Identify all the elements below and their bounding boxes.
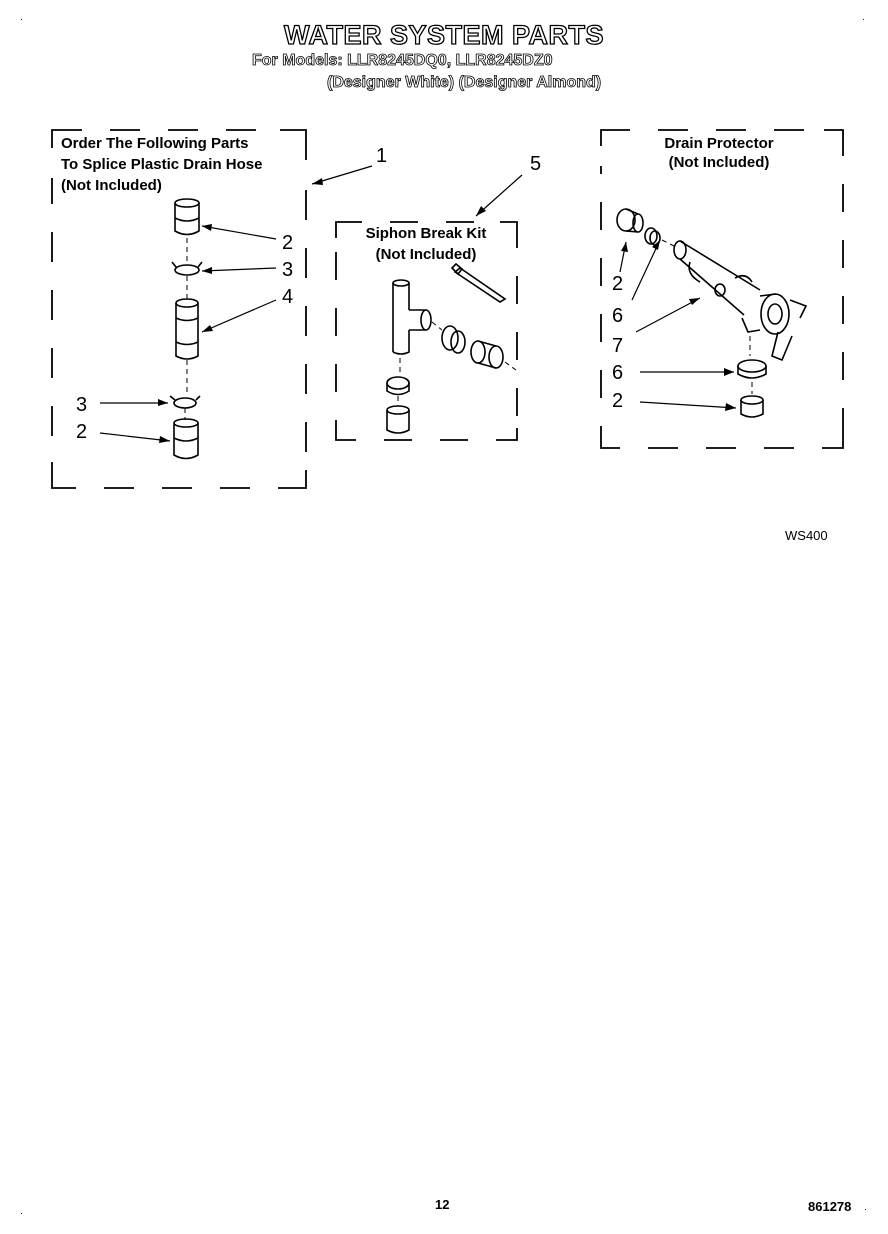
- drain-protector-body: [673, 240, 808, 362]
- siphon-centerlines: [397, 321, 517, 406]
- callout-5: 5: [530, 153, 542, 175]
- middle-panel-line-2: (Not Included): [375, 246, 477, 263]
- right-panel-frame: [600, 129, 844, 449]
- right-centerlines: [661, 239, 753, 394]
- corner-mark-bottom-left: ·: [20, 1208, 23, 1218]
- left-panel-line-3: (Not Included): [61, 177, 162, 194]
- left-panel-caption: Order The Following Parts To Splice Plas…: [61, 133, 262, 196]
- callout-left-4: 4: [282, 286, 294, 308]
- figure-code: WS400: [785, 528, 828, 543]
- left-connector-bottom: [173, 418, 199, 460]
- middle-panel-frame: [335, 221, 518, 441]
- siphon-strap: [450, 262, 507, 303]
- left-centerline: [184, 238, 188, 420]
- drain-protector-cap-bottom: [740, 395, 764, 418]
- models-line: For Models: LLR8245DQ0, LLR8245DZ0: [252, 52, 553, 70]
- left-clamp-top: [171, 261, 203, 276]
- callout-right-2-bottom: 2: [612, 390, 624, 412]
- left-arrowheads: [158, 178, 323, 443]
- corner-mark-bottom-right: ·: [864, 1204, 867, 1214]
- callout-left-2-bottom: 2: [76, 421, 88, 443]
- left-splice-tube: [175, 298, 199, 360]
- document-number: 861278: [808, 1199, 852, 1214]
- drain-protector-ring-bottom: [737, 359, 767, 379]
- callout-left-3-top: 3: [282, 259, 294, 281]
- page-title: WATER SYSTEM PARTS: [283, 19, 604, 50]
- left-panel-line-1: Order The Following Parts: [61, 135, 249, 152]
- callout-right-6-bottom: 6: [612, 362, 624, 384]
- siphon-cap: [386, 405, 410, 434]
- left-callout-leaders: [99, 165, 373, 442]
- right-arrowheads: [621, 240, 736, 411]
- middle-panel-caption: Siphon Break Kit (Not Included): [336, 223, 516, 265]
- page-number: 12: [435, 1197, 450, 1212]
- left-panel-frame: [51, 129, 307, 489]
- colors-line: (Designer White) (Designer Almond): [327, 74, 602, 92]
- right-panel-line-1: Drain Protector: [664, 135, 774, 152]
- left-connector-top: [174, 198, 200, 236]
- right-panel-line-2: (Not Included): [668, 154, 770, 171]
- left-clamp-bottom: [169, 395, 201, 409]
- right-panel-caption: Drain Protector (Not Included): [603, 134, 835, 172]
- siphon-ring: [441, 325, 466, 354]
- callout-right-7: 7: [612, 335, 624, 357]
- left-panel-line-2: To Splice Plastic Drain Hose: [61, 156, 263, 173]
- middle-arrowhead: [476, 206, 486, 216]
- callout-left-2-top: 2: [282, 232, 294, 254]
- callout-right-2-top: 2: [612, 273, 624, 295]
- corner-mark-top-right: ·: [862, 14, 865, 24]
- siphon-clamp: [386, 376, 410, 396]
- drain-protector-connector-top: [616, 208, 644, 233]
- middle-panel-line-1: Siphon Break Kit: [365, 225, 487, 242]
- callout-1: 1: [376, 145, 388, 167]
- callout-right-6-top: 6: [612, 305, 624, 327]
- corner-mark-top-left: ·: [20, 14, 23, 24]
- siphon-connector-right: [470, 340, 504, 369]
- siphon-tee: [392, 279, 432, 355]
- callout-left-3-bottom: 3: [76, 394, 88, 416]
